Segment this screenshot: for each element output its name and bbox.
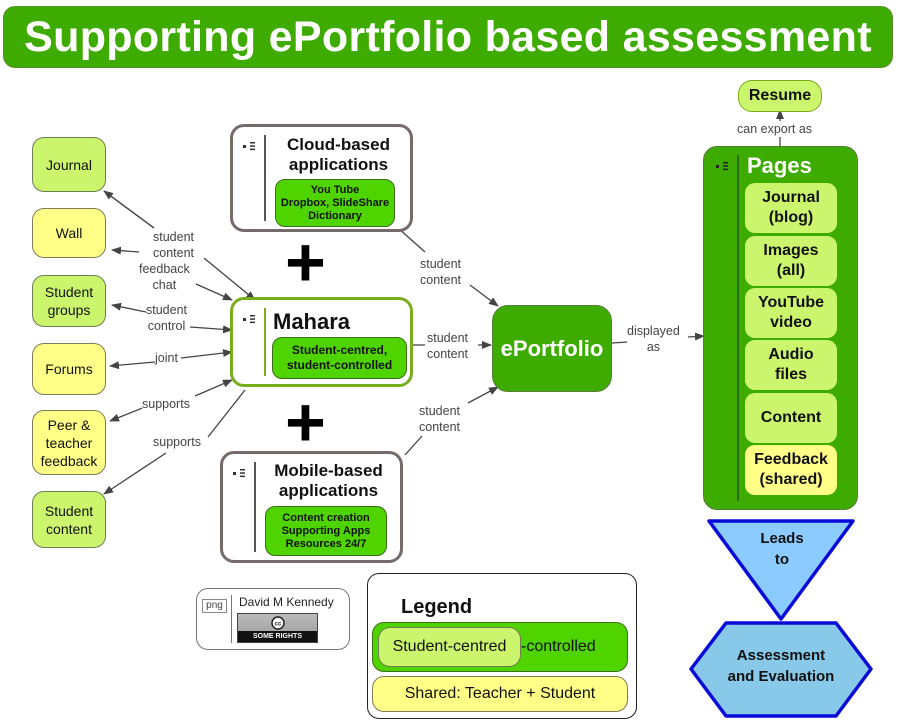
node-label: Journal [46,156,92,173]
mahara-items: Student-centred, student-controlled [272,337,407,379]
topic-menu-icon [716,162,728,171]
mahara-item: student-controlled [286,358,393,372]
node-label: Student content [44,502,94,537]
cloud-item: Dropbox, SlideShare [280,196,390,209]
link-label-supports-2: supports [153,434,201,450]
link-label-feedback-chat: feedback chat [139,261,190,293]
svg-text:cc: cc [275,622,282,628]
pages-item-feedback[interactable]: Feedback (shared) [745,445,837,495]
node-forums[interactable]: Forums [32,343,106,395]
link-content-mahara [103,452,167,495]
node-label: ePortfolio [500,335,604,361]
node-student-content[interactable]: Student content [32,491,106,548]
link-label-mobile-eportfolio: student content [419,403,461,435]
plus-symbol-top: + [285,223,326,301]
legend-box: Legend Student-centred -controlled Share… [367,573,637,719]
plus-symbol-bottom: + [285,383,326,461]
mobile-item: Resources 24/7 [285,537,367,550]
divider [231,595,232,643]
group-cloud-applications[interactable]: Cloud-based applications You Tube Dropbo… [230,124,413,232]
node-wall[interactable]: Wall [32,208,106,258]
divider [254,462,256,552]
node-label: Peer & teacher feedback [40,416,98,469]
link-eportfolio-pages [611,341,629,344]
link-peer-mahara [109,406,146,422]
assessment-hexagon [689,621,873,718]
link-label-supports-1: supports [142,396,190,412]
group-title: Mobile-based applications [274,461,383,500]
topic-menu-icon [243,315,255,324]
group-pages[interactable]: Pages Journal (blog) Images (all) YouTub… [703,146,858,510]
group-mobile-applications[interactable]: Mobile-based applications Content creati… [220,451,403,563]
group-mahara[interactable]: Mahara Student-centred, student-controll… [230,297,413,387]
page-title: Supporting ePortfolio based assessment [3,6,893,68]
node-label: Wall [55,225,83,241]
divider [264,308,266,376]
cc-icon: cc [271,616,285,630]
license-text: SOME RIGHTS RESERVED [238,631,317,651]
node-label: Forums [45,361,93,377]
pages-item-journal[interactable]: Journal (blog) [745,183,837,233]
topic-menu-icon [233,469,245,478]
legend-shared: Shared: Teacher + Student [372,676,628,712]
link-mobile-eportfolio [404,435,423,456]
group-title: Cloud-based applications [287,135,390,174]
mobile-item: Supporting Apps [281,524,371,537]
link-label-mahara-eportfolio: student content [427,330,469,362]
link-label-can-export-as: can export as [737,121,813,137]
divider [737,155,739,501]
author-name: David M Kennedy [239,595,334,609]
legend-student-controlled: Student-centred -controlled [372,622,628,672]
pages-item-content[interactable]: Content [745,393,837,443]
link-label-displayed-as: displayed as [627,323,680,355]
link-forums-mahara [109,361,156,370]
node-resume[interactable]: Resume [738,80,822,112]
cloud-item: You Tube [310,183,360,196]
cloud-items: You Tube Dropbox, SlideShare Dictionary [275,179,395,227]
node-label: Student groups [44,284,94,318]
node-student-groups[interactable]: Student groups [32,275,106,327]
legend-student-centred: Student-centred [378,627,521,667]
file-type-badge: png [202,599,227,613]
group-title: Mahara [273,309,351,334]
link-groups-mahara [111,302,147,313]
divider [264,135,266,221]
link-label-student-content: student content [153,229,195,261]
attribution-box: png David M Kennedy cc SOME RIGHTS RESER… [196,588,350,651]
mobile-item: Content creation [282,511,370,524]
node-peer-teacher-feedback[interactable]: Peer & teacher feedback [32,410,106,475]
legend-title: Legend [401,596,473,618]
node-journal[interactable]: Journal [32,137,106,192]
node-eportfolio[interactable]: ePortfolio [492,305,612,392]
link-label-student-control: student control [146,302,188,334]
topic-menu-icon [243,142,255,151]
link-label-joint: joint [155,350,178,366]
leads-to-label: Leads to [760,530,804,568]
mahara-item: Student-centred, [291,343,388,357]
mobile-items: Content creation Supporting Apps Resourc… [265,506,387,556]
node-label: Resume [748,87,812,104]
leads-to-triangle [707,519,855,621]
cloud-item: Dictionary [308,209,362,222]
pages-item-images[interactable]: Images (all) [745,236,837,286]
assessment-label: Assessment and Evaluation [727,647,835,685]
group-title: Pages [747,153,812,178]
cc-license-badge[interactable]: cc SOME RIGHTS RESERVED [237,613,318,651]
legend-controlled-label: -controlled [521,638,596,655]
pages-item-youtube[interactable]: YouTube video [745,288,837,338]
link-wall-mahara [111,246,140,255]
pages-item-audio[interactable]: Audio files [745,340,837,390]
link-cloud-eportfolio [397,227,426,253]
link-label-cloud-eportfolio: student content [420,256,462,288]
